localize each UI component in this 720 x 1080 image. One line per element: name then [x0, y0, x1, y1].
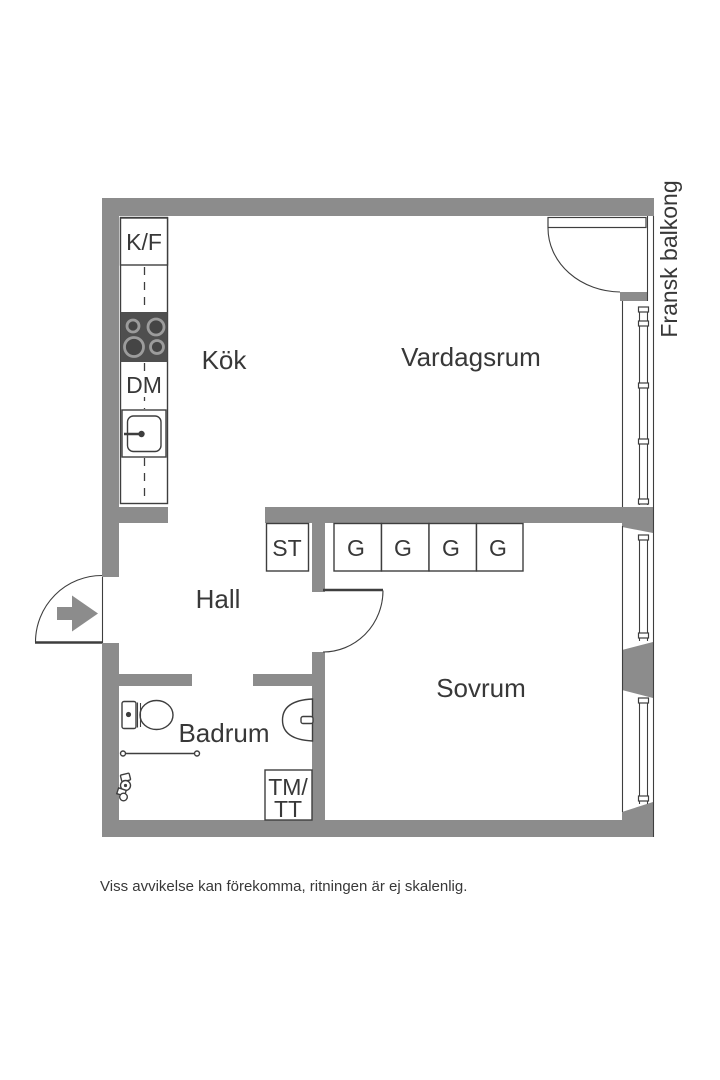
door-bedroom: [322, 588, 384, 653]
label-dishwasher: DM: [126, 372, 162, 398]
entrance-arrow-icon: [57, 595, 98, 632]
label-fridge-freezer: K/F: [126, 229, 162, 255]
wall-bathroom-right: [253, 674, 313, 686]
wall-window-reveal-top: [622, 523, 653, 533]
window-mullion: [637, 534, 650, 541]
window-living-room: [621, 301, 650, 507]
wall-divider-left: [102, 507, 168, 523]
wall-top: [102, 198, 654, 216]
wardrobe-box: [333, 522, 383, 572]
stove-icon: [120, 312, 168, 362]
label-wardrobe: G: [442, 535, 460, 561]
washer-dryer-box: [264, 769, 313, 821]
cleaning-cabinet-box: [265, 522, 310, 572]
toilet-flush-button: [125, 711, 132, 718]
walls: [102, 198, 654, 837]
label-washer-dryer-line2: TT: [274, 796, 302, 822]
wardrobe-box: [428, 522, 478, 572]
label-disclaimer: Viss avvikelse kan förekomma, ritningen …: [100, 878, 467, 895]
label-wardrobe: G: [347, 535, 365, 561]
label-hall: Hall: [196, 584, 241, 614]
fridge-freezer-box: [119, 217, 169, 266]
dishwasher-label-bg: [128, 374, 161, 397]
label-bedroom: Sovrum: [436, 673, 526, 703]
window-mullion: [637, 382, 650, 389]
labels: Kök Vardagsrum Hall Sovrum Badrum K/F DM…: [100, 180, 682, 895]
label-wardrobe: G: [394, 535, 412, 561]
burner: [149, 339, 165, 355]
label-living-room: Vardagsrum: [401, 342, 541, 372]
arrow-head: [72, 595, 98, 632]
window-bedroom-lower: [637, 697, 650, 804]
wall-divider-right: [265, 507, 654, 523]
wall-window-pier: [622, 642, 653, 698]
sink-tap: [300, 715, 314, 725]
closets: [264, 522, 524, 821]
kitchen-sink-icon: [121, 409, 167, 458]
window-mullion: [637, 697, 650, 704]
wall-left-lower: [102, 643, 119, 837]
window-mullion: [637, 306, 650, 313]
label-washer-dryer-line1: TM/: [268, 774, 308, 800]
shower-rod-end: [193, 750, 201, 757]
shower-rod-icon: [119, 750, 201, 757]
door-swing-arc: [322, 590, 384, 653]
label-kitchen: Kök: [202, 345, 248, 375]
label-wardrobe: G: [489, 535, 507, 561]
bathroom-sink-icon: [281, 698, 314, 742]
door-french-balcony: [547, 216, 647, 293]
toilet-bowl: [139, 699, 174, 731]
label-cleaning-cabinet: ST: [272, 535, 301, 561]
burner: [146, 317, 166, 337]
wall-left-upper: [102, 198, 119, 577]
wall-bathroom-left: [118, 674, 192, 686]
arrow-shaft: [57, 607, 73, 620]
toilet-icon: [121, 699, 174, 731]
mixer-valve-center: [123, 783, 128, 788]
door-swing-arc: [34, 574, 103, 643]
sink-basin: [281, 698, 314, 742]
window-mullion: [637, 438, 650, 445]
door-entrance: [34, 574, 104, 644]
wall-stub-hall-lower: [312, 652, 325, 822]
label-bathroom: Badrum: [178, 718, 269, 748]
door-swing-arc: [547, 227, 621, 293]
burner: [123, 336, 145, 358]
shower-rod-end: [119, 750, 127, 757]
window-mullion: [637, 795, 650, 802]
window-bedroom-upper: [621, 526, 650, 812]
burner: [125, 318, 141, 334]
door-leaf: [547, 216, 647, 229]
bathroom-fixtures: [115, 698, 314, 802]
wall-bottom: [102, 820, 654, 837]
wardrobe-box: [380, 522, 430, 572]
wardrobe-box: [475, 522, 524, 572]
wall-window-reveal-bottom: [622, 802, 653, 822]
wall-balcony-stub: [620, 292, 647, 301]
kitchen-counter: [119, 216, 169, 505]
window-mullion: [637, 498, 650, 505]
sink-faucet-knob: [138, 430, 145, 438]
wall-stub-hall-upper: [312, 507, 325, 592]
facade-right: [547, 216, 655, 837]
shower-mixer-icon: [115, 772, 132, 802]
mixer-knob: [118, 792, 128, 802]
label-french-balcony: Fransk balkong: [656, 180, 682, 337]
window-mullion: [637, 320, 650, 327]
window-mullion: [637, 632, 650, 639]
